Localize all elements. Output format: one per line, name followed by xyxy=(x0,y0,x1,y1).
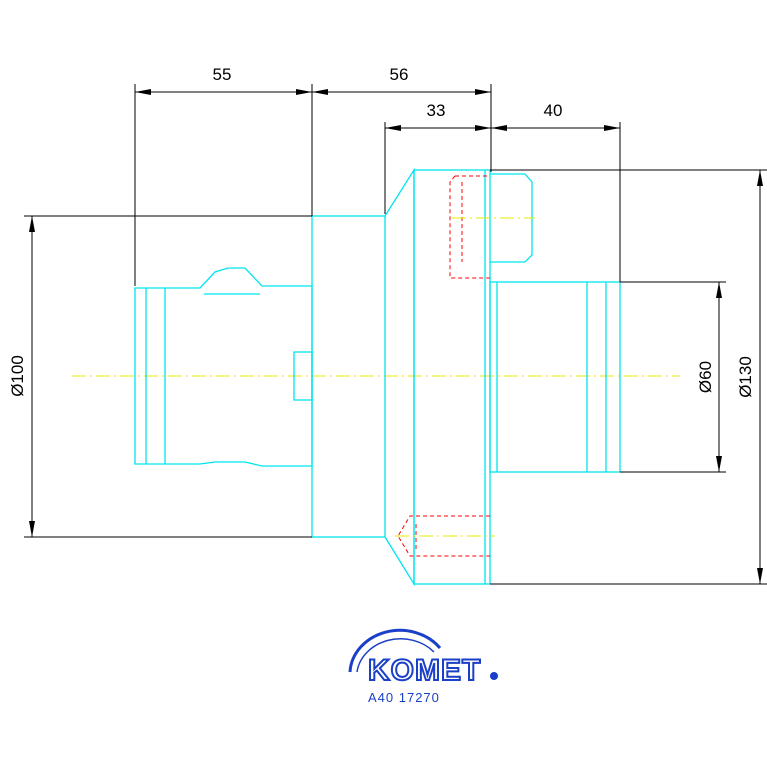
arrow-dia130-bottom xyxy=(757,568,763,584)
shank-outline xyxy=(134,267,313,467)
hidden-thread-bottom xyxy=(397,515,490,557)
part-outline xyxy=(134,167,621,587)
dim-label-dia100: Ø100 xyxy=(8,355,27,397)
arrow-dia100-top xyxy=(29,216,35,232)
arrow-dia60-bottom xyxy=(716,456,722,472)
arrow-40-right xyxy=(604,125,620,131)
arrow-33-left xyxy=(385,125,401,131)
logo-brand-text: KOMET xyxy=(368,654,481,687)
arrow-dia130-top xyxy=(757,170,763,186)
hidden-features xyxy=(397,175,490,557)
arrow-55-right xyxy=(296,89,312,95)
registered-mark-icon xyxy=(490,672,498,680)
dim-label-55: 55 xyxy=(213,65,232,84)
dimension-arrows xyxy=(29,89,763,584)
flange-outline xyxy=(413,169,491,585)
komet-logo: KOMET A40 17270 xyxy=(348,628,498,705)
arrow-dia100-bottom xyxy=(29,521,35,537)
dim-label-40: 40 xyxy=(544,101,563,120)
arrow-56-left xyxy=(312,89,328,95)
arrow-56-right xyxy=(475,89,491,95)
part-number: A40 17270 xyxy=(368,690,440,705)
taper-outline xyxy=(384,167,415,587)
dim-label-56: 56 xyxy=(390,65,409,84)
logo-arc-outer xyxy=(348,628,442,673)
spigot-outline xyxy=(489,281,621,473)
arrow-55-left xyxy=(135,89,151,95)
arrow-33-right xyxy=(475,125,491,131)
dimension-lines xyxy=(24,84,767,585)
dim-label-dia60: Ø60 xyxy=(696,361,715,393)
logo-arc-inner xyxy=(356,638,435,673)
collar-outline xyxy=(311,215,386,538)
arrow-dia60-top xyxy=(716,282,722,298)
arrow-40-left xyxy=(491,125,507,131)
hidden-bore-top xyxy=(449,175,490,279)
dim-label-dia130: Ø130 xyxy=(736,356,755,398)
dim-label-33: 33 xyxy=(427,101,446,120)
